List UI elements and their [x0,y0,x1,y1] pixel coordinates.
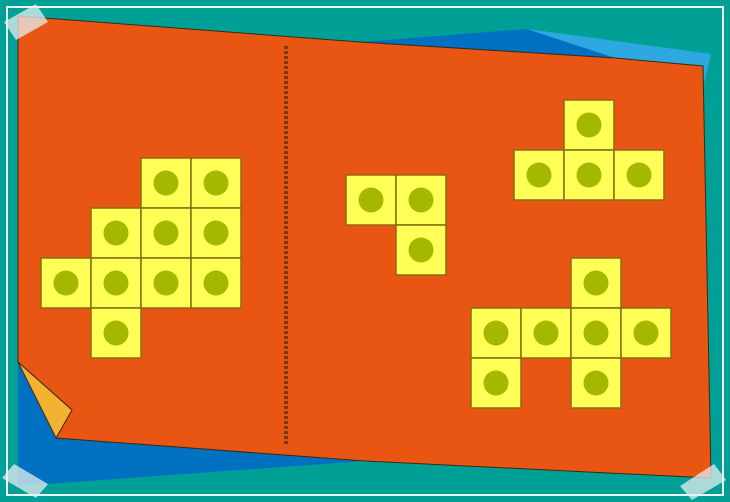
cube-dot [103,220,129,246]
cube-dot [358,187,384,213]
cube-dot [583,270,609,296]
cube-dot [203,220,229,246]
shape-right-top [513,99,665,201]
cube-dot [103,270,129,296]
cube-dot [526,162,552,188]
cube-shapes [40,99,672,409]
paper-curl-bottom-left [17,361,73,440]
cube-dot [483,320,509,346]
cube-dot [576,162,602,188]
shape-right-bottom [470,257,672,409]
frame-border [6,6,724,496]
tape-bottom-right [680,464,726,500]
cube-dot [103,320,129,346]
cube-cell [90,307,142,359]
paper-shadow-top [360,29,615,58]
shape-left-large [40,157,242,359]
cube-cell [395,224,447,276]
shape-middle-small [345,174,447,276]
cube-dot [533,320,559,346]
tape-top-left [4,4,48,40]
cube-cell [190,157,242,209]
cube-dot [203,170,229,196]
cube-dot [203,270,229,296]
cube-dot [408,237,434,263]
cube-dot [583,370,609,396]
cube-dot [483,370,509,396]
cube-dot [633,320,659,346]
cube-dot [576,112,602,138]
cube-dot [153,170,179,196]
cube-dot [53,270,79,296]
cube-dot [153,270,179,296]
cube-dot [408,187,434,213]
cube-dot [626,162,652,188]
tape-bottom-left [2,464,48,498]
cube-dot [153,220,179,246]
cube-dot [583,320,609,346]
